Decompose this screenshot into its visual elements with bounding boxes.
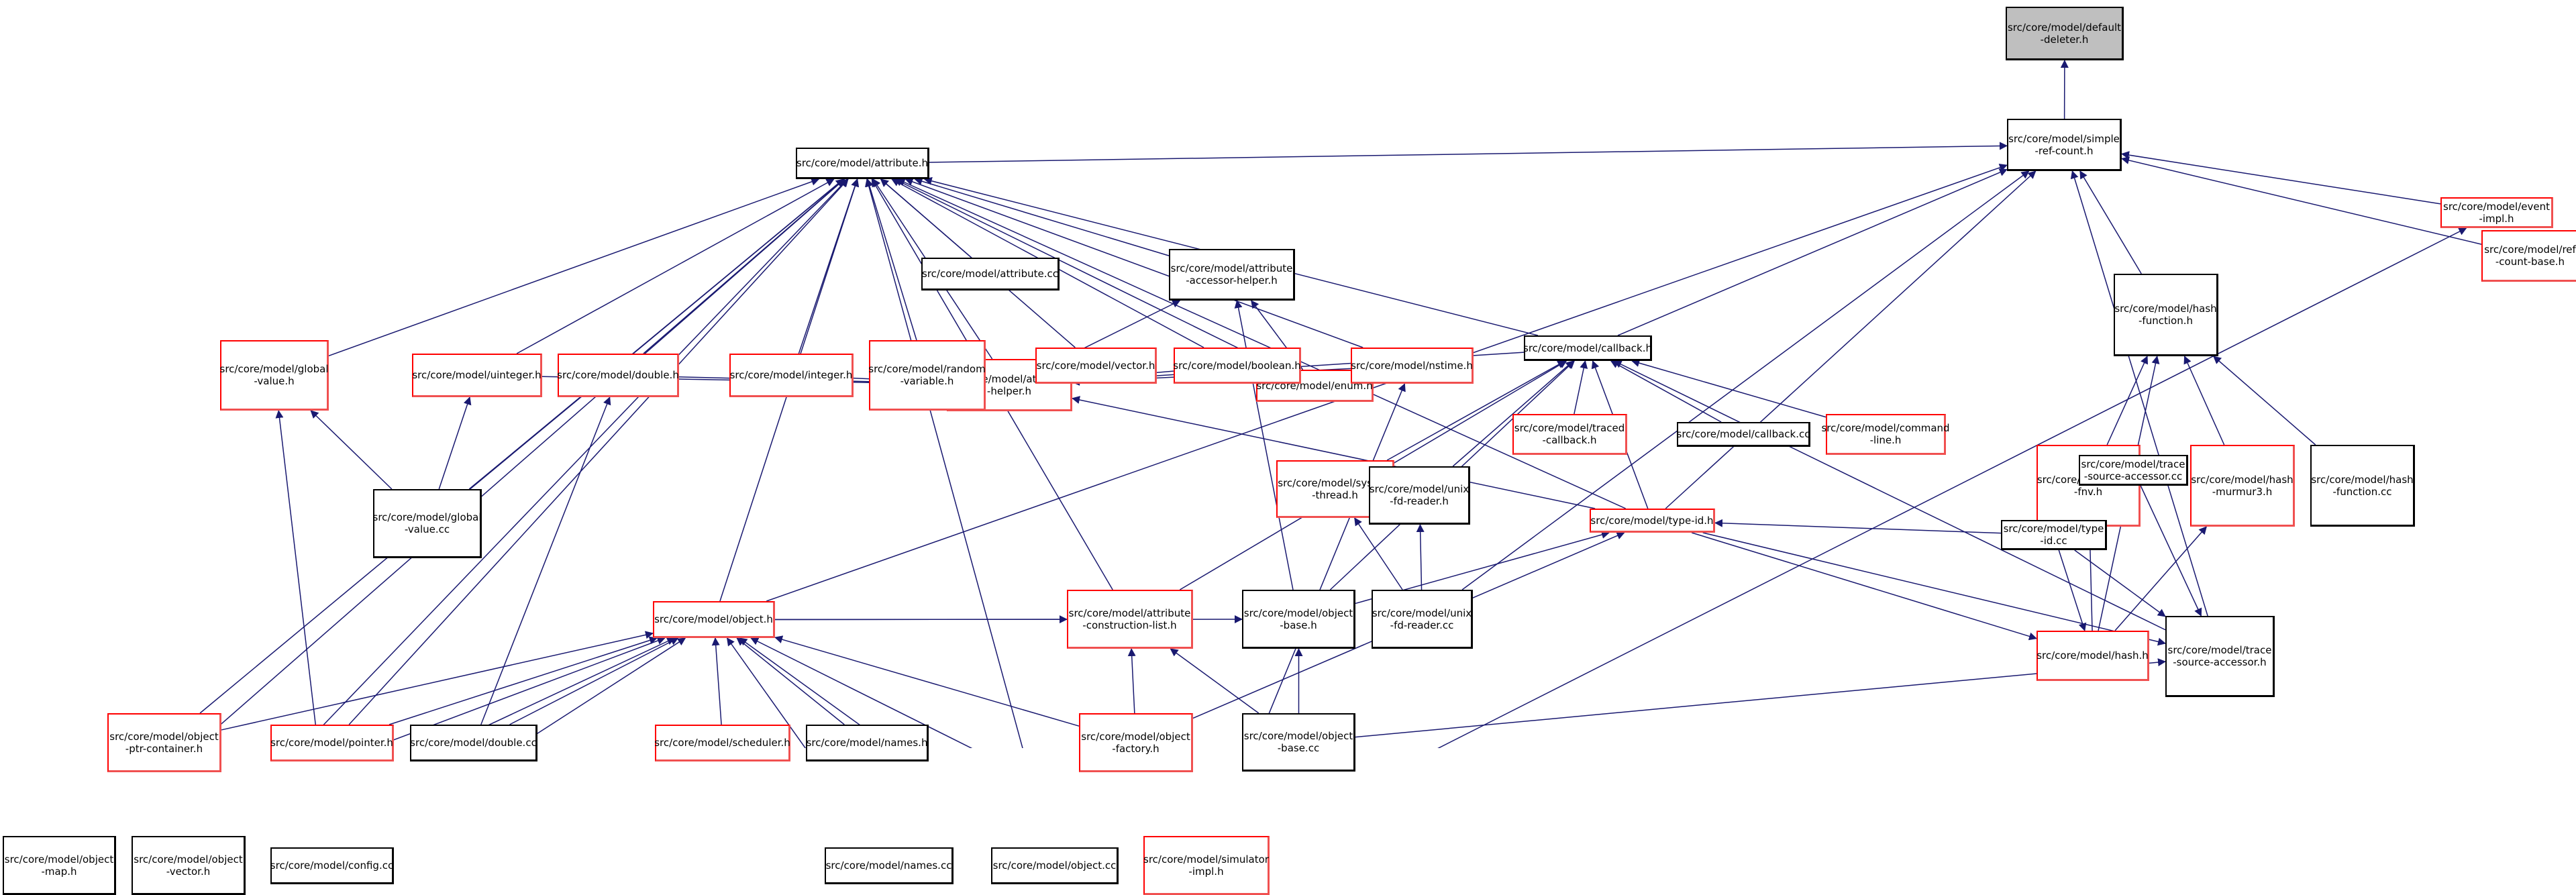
node-object-ptr-container[interactable]: src/core/model/object -ptr-container.h bbox=[107, 713, 221, 772]
node-double-h[interactable]: src/core/model/double.h bbox=[558, 354, 679, 397]
node-vector-h[interactable]: src/core/model/vector.h bbox=[1035, 348, 1157, 384]
edge-type-id-cc-to-trace-source-accessor-h bbox=[2075, 550, 2165, 617]
edge-object-base-h-to-attribute-accessor-helper bbox=[1237, 301, 1293, 590]
node-event-impl[interactable]: src/core/model/event -impl.h bbox=[2440, 197, 2553, 228]
node-ref-count-base[interactable]: src/core/model/ref -count-base.h bbox=[2481, 230, 2576, 282]
edge-callback-h-to-simple-ref-count bbox=[1618, 169, 2007, 335]
node-names-h[interactable]: src/core/model/names.h bbox=[806, 725, 929, 761]
edge-global-value-cc-to-uinteger-h bbox=[439, 397, 470, 489]
node-unix-fd-reader-h[interactable]: src/core/model/unix -fd-reader.h bbox=[1369, 466, 1470, 525]
edge-type-id-cc-to-type-id-h bbox=[1715, 523, 2001, 533]
edge-object-map-h-to-attribute-h bbox=[93, 179, 845, 748]
edge-unix-fd-reader-cc-to-simple-ref-count bbox=[1462, 171, 2029, 590]
node-object-h[interactable]: src/core/model/object.h bbox=[653, 601, 775, 638]
node-boolean-h[interactable]: src/core/model/boolean.h bbox=[1174, 348, 1301, 384]
node-scheduler-h[interactable]: src/core/model/scheduler.h bbox=[655, 725, 790, 761]
node-nstime-h[interactable]: src/core/model/nstime.h bbox=[1351, 348, 1474, 384]
node-command-line-h[interactable]: src/core/model/command -line.h bbox=[1826, 414, 1946, 455]
edge-hash-murmur3-h-to-hash-function-h bbox=[2185, 356, 2224, 445]
edge-object-factory-h-to-attribute-construction-list bbox=[1131, 649, 1135, 713]
node-default-deleter: src/core/model/default -deleter.h bbox=[2006, 7, 2124, 60]
node-config-cc[interactable]: src/core/model/config.cc bbox=[270, 847, 394, 884]
edge-double-cc-to-object-h bbox=[510, 638, 678, 725]
edge-object-vector-h-to-attribute-h bbox=[217, 179, 847, 748]
edge-type-id-h-to-attribute-h bbox=[897, 179, 1625, 509]
edge-attribute-h-to-simple-ref-count bbox=[929, 146, 2007, 162]
node-attribute-accessor-helper[interactable]: src/core/model/attribute -accessor-helpe… bbox=[1169, 249, 1295, 301]
node-hash-h[interactable]: src/core/model/hash.h bbox=[2037, 631, 2149, 681]
node-random-variable-h[interactable]: src/core/model/random -variable.h bbox=[869, 340, 986, 411]
node-unix-fd-reader-cc[interactable]: src/core/model/unix -fd-reader.cc bbox=[1372, 590, 1473, 649]
edge-global-value-cc-to-global-value-h bbox=[311, 411, 392, 489]
node-names-cc[interactable]: src/core/model/names.cc bbox=[825, 847, 954, 884]
edge-names-h-to-object-h bbox=[737, 638, 844, 725]
node-callback-h[interactable]: src/core/model/callback.h bbox=[1524, 335, 1652, 361]
edge-double-cc-to-double-h bbox=[481, 397, 610, 725]
edge-config-cc-to-global-value-h bbox=[278, 411, 330, 748]
node-hash-function-cc[interactable]: src/core/model/hash -function.cc bbox=[2310, 445, 2415, 527]
node-hash-function-h[interactable]: src/core/model/hash -function.h bbox=[2114, 274, 2218, 356]
node-type-id-h[interactable]: src/core/model/type-id.h bbox=[1590, 509, 1715, 533]
node-pointer-h[interactable]: src/core/model/pointer.h bbox=[270, 725, 394, 761]
node-attribute-cc[interactable]: src/core/model/attribute.cc bbox=[921, 258, 1060, 291]
edge-hash-function-h-to-simple-ref-count bbox=[2080, 171, 2141, 274]
node-object-base-h[interactable]: src/core/model/object -base.h bbox=[1242, 590, 1355, 649]
edge-pointer-h-to-attribute-h bbox=[349, 179, 848, 725]
node-hash-murmur3-h[interactable]: src/core/model/hash -murmur3.h bbox=[2190, 445, 2295, 527]
node-object-cc[interactable]: src/core/model/object.cc bbox=[991, 847, 1119, 884]
node-global-value-h[interactable]: src/core/model/global -value.h bbox=[220, 340, 329, 411]
edge-simulator-impl-h-to-nstime-h bbox=[1219, 384, 1404, 748]
node-trace-source-accessor-cc[interactable]: src/core/model/trace -source-accessor.cc bbox=[2079, 455, 2188, 486]
edge-type-id-h-to-hash-h bbox=[1692, 533, 2037, 639]
node-uinteger-h[interactable]: src/core/model/uinteger.h bbox=[412, 354, 542, 397]
node-object-vector-h[interactable]: src/core/model/object -vector.h bbox=[132, 836, 246, 895]
node-simulator-impl-h[interactable]: src/core/model/simulator -impl.h bbox=[1143, 836, 1270, 895]
edge-scheduler-h-to-object-h bbox=[715, 638, 721, 725]
edge-hash-h-to-hash-murmur3-h bbox=[2115, 527, 2206, 631]
node-object-base-cc[interactable]: src/core/model/object -base.cc bbox=[1242, 713, 1355, 772]
node-attribute-construction-list[interactable]: src/core/model/attribute -construction-l… bbox=[1067, 590, 1193, 649]
edge-object-ptr-container-to-object-h bbox=[221, 633, 653, 730]
node-simple-ref-count[interactable]: src/core/model/simple -ref-count.h bbox=[2007, 119, 2122, 171]
edge-callback-cc-to-callback-h bbox=[1611, 361, 1721, 422]
edge-hash-function-cc-to-hash-function-h bbox=[2214, 356, 2316, 445]
node-attribute-h[interactable]: src/core/model/attribute.h bbox=[796, 148, 929, 179]
node-callback-cc[interactable]: src/core/model/callback.cc bbox=[1677, 422, 1810, 447]
node-trace-source-accessor-h[interactable]: src/core/model/trace -source-accessor.h bbox=[2165, 616, 2275, 697]
edge-type-id-h-to-simple-ref-count bbox=[1665, 171, 2036, 509]
node-type-id-cc[interactable]: src/core/model/type -id.cc bbox=[2001, 520, 2107, 550]
edge-global-value-h-to-attribute-h bbox=[329, 179, 819, 356]
edge-object-factory-h-to-object-h bbox=[775, 637, 1079, 726]
node-integer-h[interactable]: src/core/model/integer.h bbox=[729, 354, 854, 397]
node-traced-callback-h[interactable]: src/core/model/traced -callback.h bbox=[1512, 414, 1627, 455]
node-double-cc[interactable]: src/core/model/double.cc bbox=[410, 725, 537, 761]
edge-unix-fd-reader-cc-to-unix-fd-reader-h bbox=[1420, 525, 1421, 590]
node-object-map-h[interactable]: src/core/model/object -map.h bbox=[3, 836, 116, 895]
edge-traced-callback-h-to-callback-h bbox=[1574, 361, 1586, 414]
edge-pointer-h-to-object-h bbox=[389, 638, 657, 725]
node-object-factory-h[interactable]: src/core/model/object -factory.h bbox=[1079, 713, 1193, 772]
node-global-value-cc[interactable]: src/core/model/global -value.cc bbox=[373, 489, 482, 558]
edge-object-base-cc-to-attribute-construction-list bbox=[1170, 649, 1259, 713]
